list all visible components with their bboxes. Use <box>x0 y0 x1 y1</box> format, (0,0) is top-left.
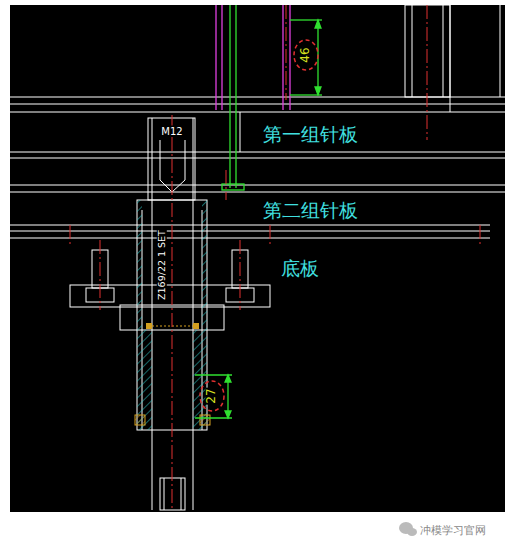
watermark: 冲模学习官网 <box>419 525 487 537</box>
plate-name: 第二组针板 <box>262 200 359 221</box>
plate-name: 第一组针板 <box>262 124 359 145</box>
dimension-value: 46 <box>299 46 312 63</box>
dimension-value: 27 <box>205 387 218 404</box>
part-spec: Z169/22 1 SET <box>157 229 167 301</box>
plate-name: 底板 <box>280 258 320 279</box>
thread-size: M12 <box>160 126 183 137</box>
